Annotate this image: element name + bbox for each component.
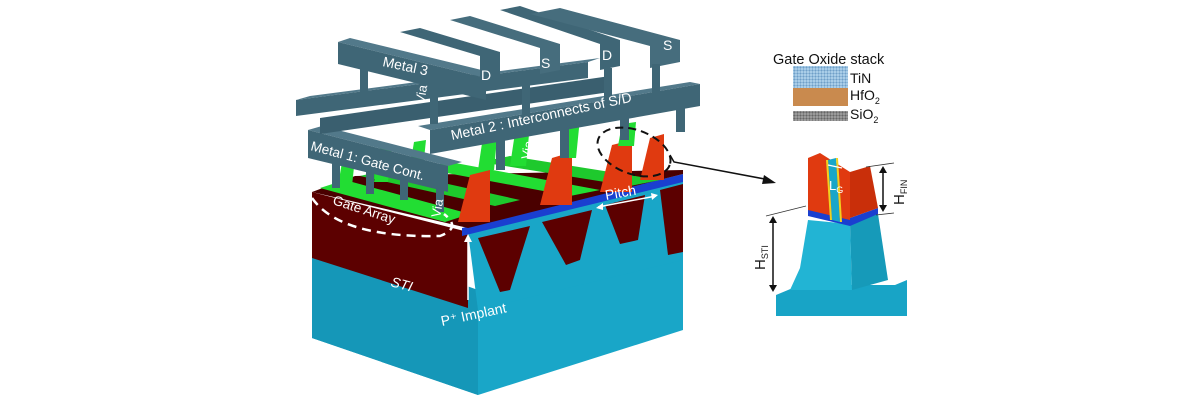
hfin-guide [865, 162, 895, 168]
terminal-label-d: D [602, 47, 612, 63]
metal1-bar [308, 130, 448, 192]
sti-label: STI [389, 273, 414, 294]
via-label-metal2: Via [518, 139, 536, 161]
terminal-label-s: S [541, 55, 550, 71]
metal3-bar [338, 42, 486, 100]
detail-fin-body-left [790, 220, 852, 290]
hsti-label: HSTI [752, 245, 770, 270]
legend-item-hfo2: HfO2 [763, 87, 943, 106]
lg-arrow [827, 164, 843, 169]
sti-trench [478, 226, 530, 292]
terminal-label-d: D [481, 67, 491, 83]
sti-trench [660, 184, 683, 255]
pitch-arrow [597, 195, 657, 208]
legend-item-sio2: SiO2 [763, 106, 943, 125]
legend-label: TiN [850, 69, 872, 86]
via-label-metal3: Via [412, 83, 430, 105]
metal1-bar-top [308, 126, 462, 166]
detail-fin: LG HFIN HSTI [752, 153, 909, 316]
legend-label: HfO2 [850, 87, 880, 106]
fin [540, 152, 572, 205]
metal2-bar [320, 76, 610, 134]
substrate-side [478, 255, 683, 395]
gate-oxide-legend: Gate Oxide stack TiN HfO2 SiO2 [763, 52, 943, 125]
hfin-label: HFIN [891, 180, 909, 205]
sti-trench [605, 195, 645, 244]
sti-trench [542, 210, 592, 265]
metal3-vias [360, 64, 660, 124]
metal2-bar-main [430, 84, 700, 154]
hsti-guide [765, 205, 807, 217]
via-label-metal1: Via [428, 197, 446, 219]
lg-label: LG [829, 178, 843, 195]
legend-item-tin: TiN [763, 66, 943, 89]
legend-label: SiO2 [850, 106, 879, 125]
sti-front [312, 192, 468, 308]
tin-swatch [793, 66, 848, 89]
hfo2-swatch [793, 87, 848, 106]
detail-fin-body-right [850, 214, 888, 290]
main-structure: Metal 3 Via Metal 2 : Interconnects of S… [296, 6, 776, 395]
fin [600, 140, 632, 192]
detail-callout-ellipse [596, 126, 672, 178]
metal2-vias [496, 104, 685, 170]
fin [640, 134, 664, 180]
pitch-label: Pitch [604, 182, 637, 203]
callout-arrowhead [762, 175, 776, 184]
metal3-vertical-bars [400, 6, 680, 82]
metal2-bar-main-top [418, 82, 700, 130]
sio2-swatch [793, 110, 848, 121]
legend-title: Gate Oxide stack [773, 52, 885, 68]
gate-array-outline [310, 197, 454, 238]
callout-arrow-line [669, 154, 771, 181]
detail-fin-gate-right [850, 166, 878, 218]
hfin-guide [875, 212, 895, 216]
fins [458, 134, 664, 222]
metal3-bar-top [338, 38, 498, 78]
terminal-label-s: S [663, 37, 672, 53]
metal1-vias [332, 160, 444, 212]
fin [458, 170, 490, 222]
